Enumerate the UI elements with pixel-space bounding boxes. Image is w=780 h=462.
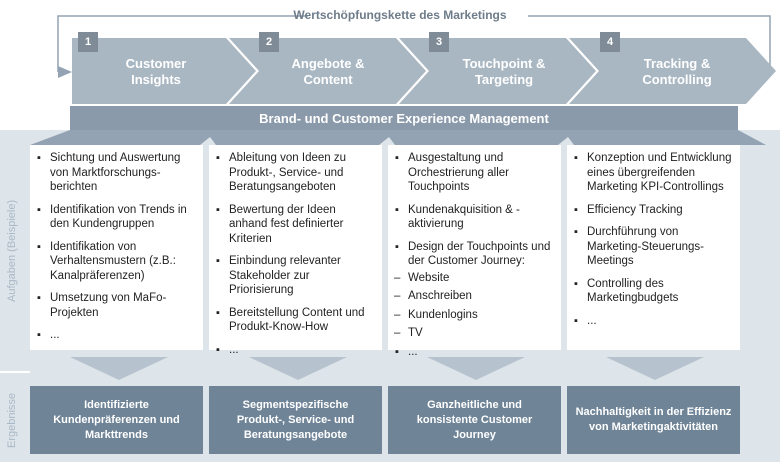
task-card-4: Konzeption und Entwicklung eines übergre… [567, 145, 740, 350]
diagram-title: Wertschöpfungskette des Marketings [293, 8, 507, 22]
side-label-results: Ergebnisse [6, 392, 18, 448]
task-item: Umsetzung von MaFo-Projekten [36, 291, 197, 320]
task-item: Design der Touchpoints und der Customer … [394, 240, 555, 341]
step-label-2: Angebote & Content [258, 56, 398, 88]
result-box-3: Ganzheitliche und konsistente Customer J… [388, 386, 561, 454]
task-item: Konzeption und Entwicklung eines übergre… [573, 151, 734, 195]
brand-bar-bg [70, 106, 738, 130]
task-subitem: TV [394, 326, 555, 341]
chevron-step-3 [399, 38, 596, 104]
brand-bar-label: Brand- und Customer Experience Managemen… [259, 110, 549, 126]
task-item: Kundenakquisition & -aktivierung [394, 203, 555, 232]
task-item: Einbindung relevanter Stakeholder zur Pr… [215, 254, 376, 298]
task-subitem: Anschreiben [394, 289, 555, 304]
separator-wedge-2 [379, 137, 395, 145]
chevron-step-4 [569, 38, 776, 104]
separator-wedge-1 [200, 137, 216, 145]
task-item: Ausgestaltung und Orchestrierung aller T… [394, 151, 555, 195]
step-label-4: Tracking & Controlling [604, 56, 750, 88]
task-item: Sichtung und Auswertung von Marktforschu… [36, 151, 197, 195]
task-item: Identifikation von Verhaltensmustern (z.… [36, 240, 197, 284]
step-number-3: 3 [429, 32, 449, 52]
result-box-4: Nachhaltigkeit in der Effizienz von Mark… [567, 386, 740, 454]
loop-arrowhead [58, 66, 72, 78]
task-subitem: Website [394, 271, 555, 286]
step-label-1-line2: Insights [131, 72, 181, 87]
down-arrow-4 [606, 357, 704, 380]
task-item: Efficiency Tracking [573, 203, 734, 218]
side-label-tasks: Aufgaben (Beispiele) [6, 199, 18, 302]
down-arrow-3 [427, 357, 525, 380]
down-arrow-2 [249, 357, 347, 380]
task-item: Durchführung von Marketing-Steuerungs-Me… [573, 225, 734, 269]
result-box-2: Segmentspezifische Produkt-, Service- un… [209, 386, 382, 454]
task-item: Bewertung der Ideen anhand fest definier… [215, 203, 376, 247]
chevron-step-1 [72, 38, 256, 104]
task-item: ... [394, 345, 555, 360]
step-label-3-line1: Touchpoint & [462, 56, 546, 71]
step-number-1: 1 [78, 32, 98, 52]
step-number-2: 2 [259, 32, 279, 52]
task-item-text: Design der Touchpoints und der Customer … [408, 240, 551, 268]
task-item: Controlling des Marketingbudgets [573, 277, 734, 306]
task-subitems: Website Anschreiben Kundenlogins TV [394, 271, 555, 341]
task-item: ... [215, 343, 376, 358]
task-card-3: Ausgestaltung und Orchestrierung aller T… [388, 145, 561, 359]
task-card-1: Sichtung und Auswertung von Marktforschu… [30, 145, 203, 350]
chevron-step-2 [229, 38, 426, 104]
task-item: Ableitung von Ideen zu Produkt-, Service… [215, 151, 376, 195]
funnel-band [30, 130, 766, 145]
task-item: Bereitstellung Content und Produkt-Know-… [215, 306, 376, 335]
task-item: Identifikation von Trends in den Kundeng… [36, 203, 197, 232]
separator-wedge-3 [558, 137, 574, 145]
loop-line-left [57, 15, 308, 72]
step-label-1: Customer Insights [86, 56, 226, 88]
step-label-2-line1: Angebote & [291, 56, 365, 71]
loop-line-right [528, 15, 771, 72]
task-item: ... [573, 314, 734, 329]
step-label-4-line2: Controlling [642, 72, 712, 87]
task-subitem: Kundenlogins [394, 308, 555, 323]
step-label-3-line2: Targeting [474, 72, 534, 87]
down-arrow-1 [70, 357, 168, 380]
result-box-1: Identifizierte Kundenpräferenzen und Mar… [30, 386, 203, 454]
step-label-4-line1: Tracking & [643, 56, 711, 71]
step-label-3: Touchpoint & Targeting [428, 56, 580, 88]
step-label-2-line2: Content [303, 72, 353, 87]
step-number-4: 4 [600, 32, 620, 52]
task-item: ... [36, 328, 197, 343]
task-card-2: Ableitung von Ideen zu Produkt-, Service… [209, 145, 382, 357]
step-label-1-line1: Customer [125, 56, 187, 71]
